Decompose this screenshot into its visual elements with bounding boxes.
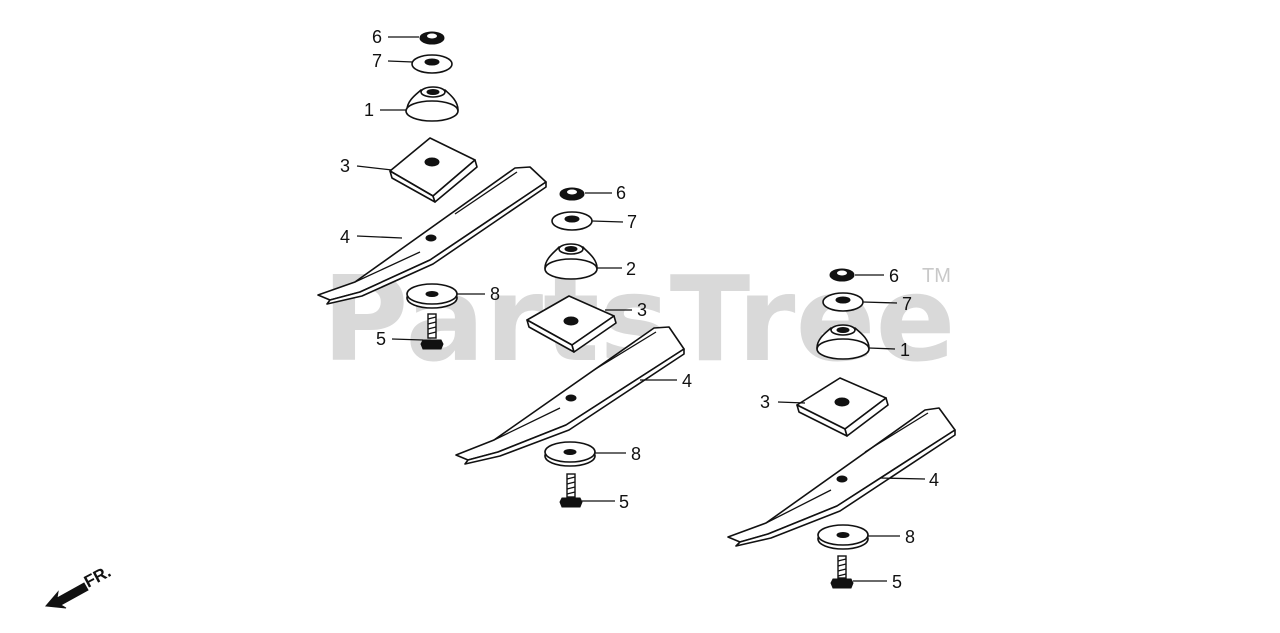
center-callout-3: 3	[637, 300, 647, 320]
right-blade-washer[interactable]	[817, 524, 869, 550]
right-callout-4: 4	[929, 470, 939, 490]
center-callout-7: 7	[627, 212, 637, 232]
right-washer[interactable]	[822, 292, 864, 312]
front-arrow-icon	[44, 582, 89, 609]
right-callout-1: 1	[900, 340, 910, 360]
right-blade-adapter[interactable]	[816, 324, 870, 360]
center-blade-bolt[interactable]	[559, 473, 583, 508]
left-callout-3: 3	[340, 156, 350, 176]
left-callout-4: 4	[340, 227, 350, 247]
right-lock-nut[interactable]	[829, 268, 855, 282]
right-assembly: 6 7 1 3	[727, 266, 956, 592]
center-blade-stiffener[interactable]	[526, 295, 617, 353]
left-lock-nut[interactable]	[419, 31, 445, 45]
center-washer[interactable]	[551, 211, 593, 231]
left-blade-stiffener[interactable]	[389, 137, 478, 203]
left-mower-blade[interactable]	[317, 166, 547, 305]
watermark-trademark: TM	[922, 265, 951, 287]
right-callout-6: 6	[889, 266, 899, 286]
right-callout-3: 3	[760, 392, 770, 412]
center-blade-washer[interactable]	[544, 441, 596, 467]
left-assembly: 6 7 1 3	[317, 27, 547, 350]
left-callout-5: 5	[376, 329, 386, 349]
center-blade-adapter[interactable]	[544, 243, 598, 280]
center-callout-2: 2	[626, 259, 636, 279]
left-callout-7: 7	[372, 51, 382, 71]
left-blade-adapter[interactable]	[405, 86, 459, 122]
front-direction-indicator: FR.	[44, 562, 114, 609]
right-blade-stiffener[interactable]	[796, 377, 889, 437]
left-callout-8: 8	[490, 284, 500, 304]
center-assembly: 6 7 2 3	[455, 183, 692, 512]
right-mower-blade[interactable]	[727, 407, 956, 547]
center-callout-5: 5	[619, 492, 629, 512]
right-callout-5: 5	[892, 572, 902, 592]
left-blade-washer[interactable]	[406, 283, 458, 309]
center-callout-8: 8	[631, 444, 641, 464]
left-washer[interactable]	[411, 54, 453, 74]
center-callout-4: 4	[682, 371, 692, 391]
center-callout-6: 6	[616, 183, 626, 203]
center-mower-blade[interactable]	[455, 326, 685, 465]
right-blade-bolt[interactable]	[830, 555, 854, 589]
right-callout-7: 7	[902, 294, 912, 314]
left-callout-1: 1	[364, 100, 374, 120]
center-lock-nut[interactable]	[559, 187, 585, 201]
left-callout-6: 6	[372, 27, 382, 47]
left-blade-bolt[interactable]	[420, 313, 444, 350]
right-callout-8: 8	[905, 527, 915, 547]
